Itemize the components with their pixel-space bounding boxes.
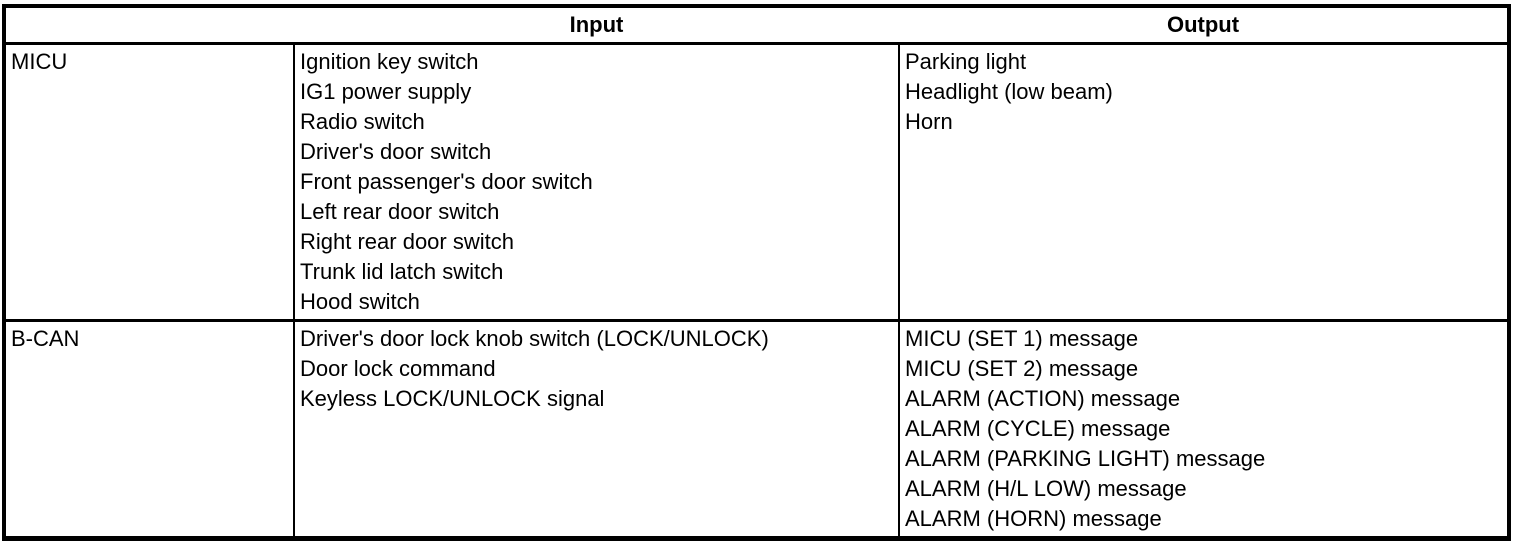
header-input-cell: Input xyxy=(294,6,899,45)
io-table: Input Output MICU Ignition key switch IG… xyxy=(2,4,1511,541)
table-row-micu: MICU Ignition key switch IG1 power suppl… xyxy=(4,43,1509,322)
header-output-cell: Output xyxy=(899,6,1509,45)
system-label: B-CAN xyxy=(11,326,80,351)
outputs-cell: Parking light Headlight (low beam) Horn xyxy=(898,43,1509,322)
outputs-cell: MICU (SET 1) message MICU (SET 2) messag… xyxy=(898,320,1509,539)
inputs-cell: Driver's door lock knob switch (LOCK/UNL… xyxy=(293,320,899,539)
header-row: Input Output xyxy=(4,6,1509,45)
table-row-bcan: B-CAN Driver's door lock knob switch (LO… xyxy=(4,320,1509,539)
header-system-cell xyxy=(4,6,294,45)
inputs-cell: Ignition key switch IG1 power supply Rad… xyxy=(293,43,899,322)
system-label: MICU xyxy=(4,43,294,322)
